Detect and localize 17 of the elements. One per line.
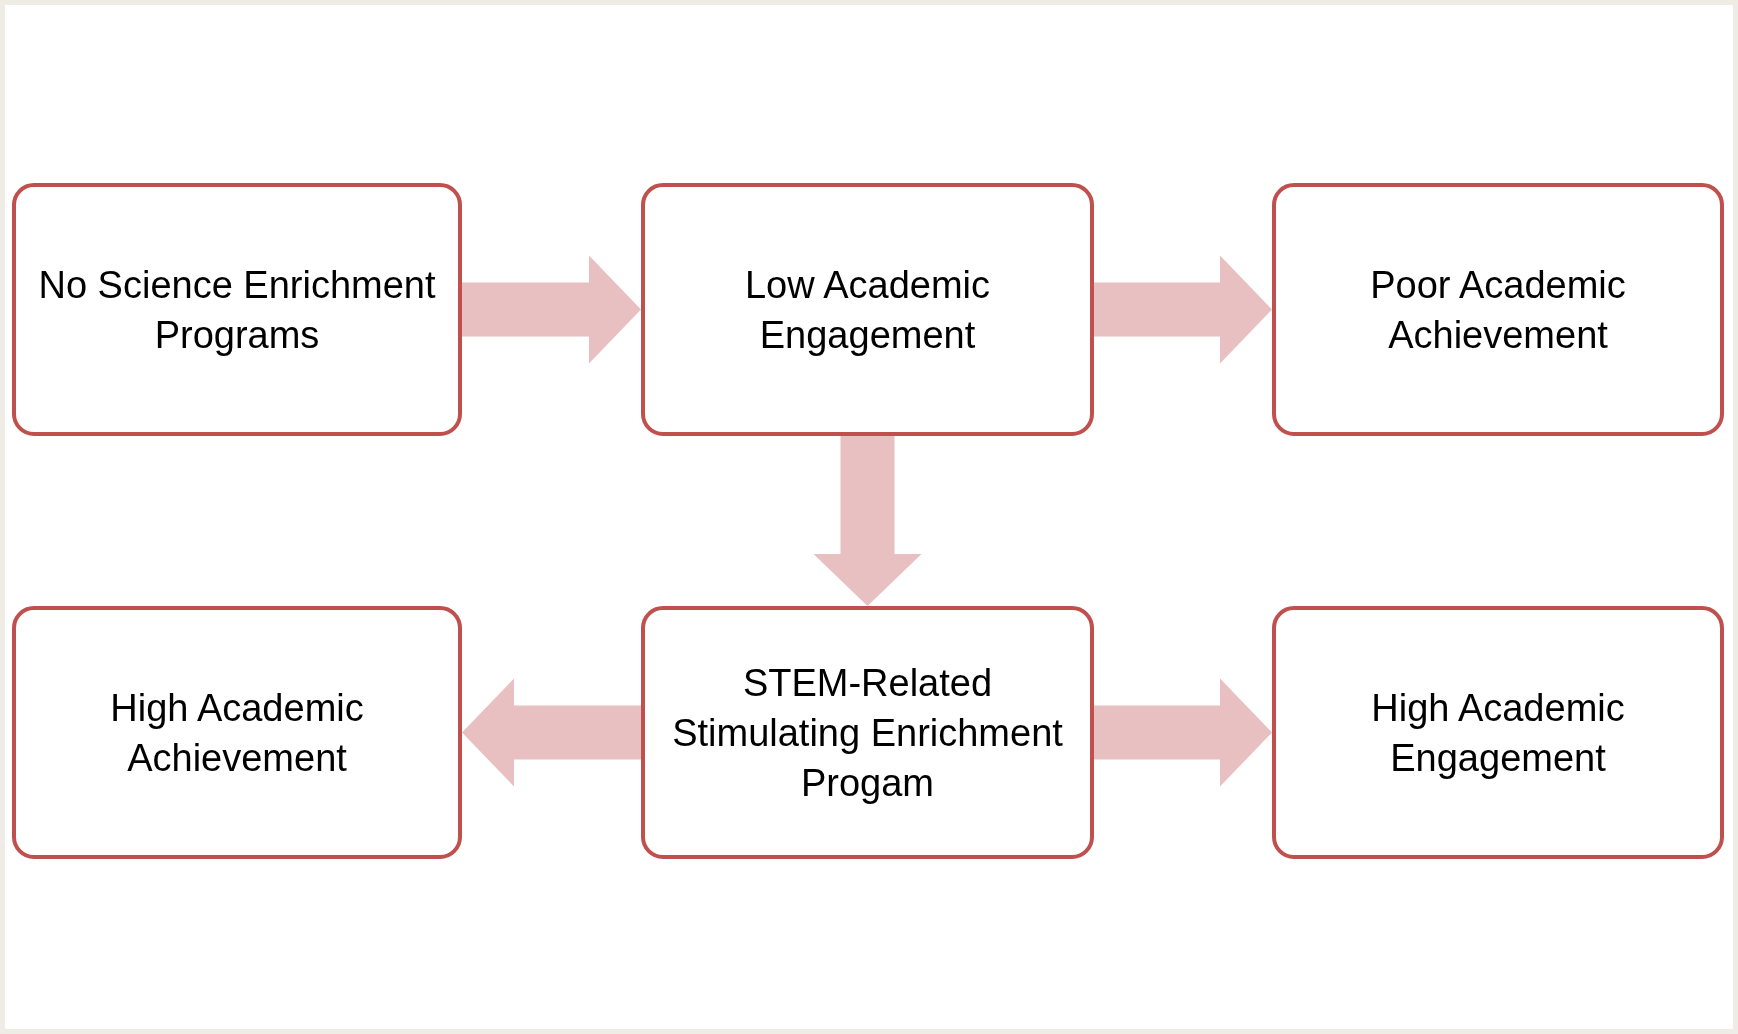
box-label: STEM-Related Stimulating Enrichment Progam <box>671 660 1064 806</box>
block-arrow <box>1094 255 1272 364</box>
box-label: High Academic Engagement <box>1370 685 1626 781</box>
box-label: Poor Academic Achievement <box>1369 262 1627 358</box>
process-box <box>12 183 462 436</box>
box-label: Low Academic Engagement <box>744 262 991 358</box>
process-box <box>641 183 1094 436</box>
block-arrow <box>1094 678 1272 787</box>
process-box <box>1272 606 1724 859</box>
box-label: No Science Enrichment Programs <box>37 262 437 358</box>
block-arrow <box>813 436 922 606</box>
process-box <box>641 606 1094 859</box>
block-arrow <box>462 255 641 364</box>
process-box <box>12 606 462 859</box>
block-arrow <box>462 678 641 787</box>
box-label: High Academic Achievement <box>109 685 365 781</box>
process-box <box>1272 183 1724 436</box>
